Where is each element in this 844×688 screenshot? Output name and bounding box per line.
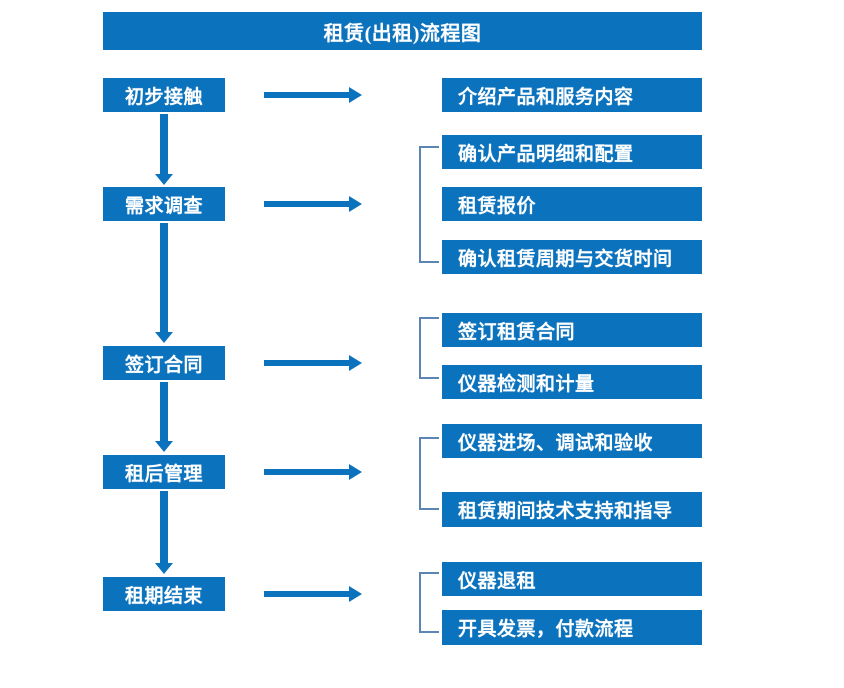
stage-box-requirement-survey[interactable]: 需求调查	[103, 187, 225, 221]
flowchart-title: 租赁(出租)流程图	[103, 12, 702, 50]
detail-box-invoice-payment-process[interactable]: 开具发票，付款流程	[442, 610, 702, 645]
stage-box-sign-contract[interactable]: 签订合同	[103, 346, 225, 380]
bracket-sign-contract-group	[419, 317, 439, 379]
detail-box-introduce-products[interactable]: 介绍产品和服务内容	[442, 78, 702, 112]
detail-box-instrument-inspection-metering[interactable]: 仪器检测和计量	[442, 365, 702, 399]
bracket-requirement-survey-group	[419, 146, 439, 263]
detail-box-confirm-product-details[interactable]: 确认产品明细和配置	[442, 135, 702, 169]
stage-box-post-rental-management[interactable]: 租后管理	[103, 455, 225, 489]
bracket-rental-end-group	[419, 572, 439, 633]
bracket-post-rental-management-group	[419, 437, 439, 510]
detail-box-instrument-return[interactable]: 仪器退租	[442, 562, 702, 596]
detail-box-technical-support-during-rental[interactable]: 租赁期间技术支持和指导	[442, 492, 702, 527]
stage-box-initial-contact[interactable]: 初步接触	[103, 78, 225, 112]
detail-box-instrument-entry-commissioning-acceptance[interactable]: 仪器进场、调试和验收	[442, 424, 702, 458]
detail-box-confirm-rental-period-delivery[interactable]: 确认租赁周期与交货时间	[442, 240, 702, 274]
detail-box-rental-quotation[interactable]: 租赁报价	[442, 187, 702, 221]
detail-box-sign-rental-contract[interactable]: 签订租赁合同	[442, 313, 702, 347]
stage-box-rental-end[interactable]: 租期结束	[103, 577, 225, 611]
